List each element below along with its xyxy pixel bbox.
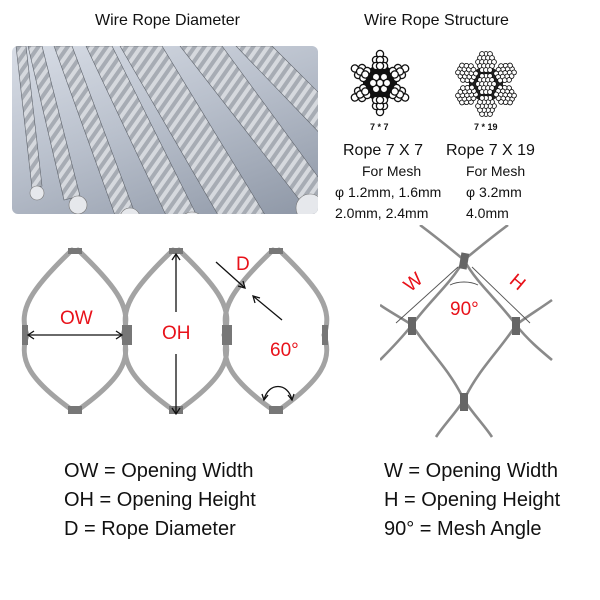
legend-h: H = Opening Height <box>384 489 561 511</box>
wire-rope-photo <box>12 46 318 214</box>
ow-label: OW <box>60 308 93 329</box>
rope-7x7-sizes-line2: 2.0mm, 2.4mm <box>335 205 429 221</box>
rope-7x7-name: Rope 7 X 7 <box>343 142 424 159</box>
oh-label: OH <box>162 323 191 344</box>
rope-7x19-sizes-line2: 4.0mm <box>466 205 509 221</box>
legend-d: D = Rope Diameter <box>64 518 236 540</box>
knotted-mesh-diagram <box>379 223 560 450</box>
rope-7x19-sizes-line1: φ 3.2mm <box>466 184 522 200</box>
d-label: D <box>236 254 250 275</box>
legend-angle: 90° = Mesh Angle <box>384 518 542 540</box>
legend-w: W = Opening Width <box>384 460 558 482</box>
ferrule-legend: OW = Opening Width OH = Opening Height D… <box>64 457 256 544</box>
legend-oh: OH = Opening Height <box>64 489 256 511</box>
rope-7x7-sizes-line1: φ 1.2mm, 1.6mm <box>335 184 442 200</box>
ferrule-mesh-diagram <box>0 230 340 435</box>
wire-rope-structure-title: Wire Rope Structure <box>364 12 509 29</box>
knotted-legend: W = Opening Width H = Opening Height 90°… <box>384 457 560 544</box>
rope-7x7-for-label: For Mesh <box>362 163 422 179</box>
rope-7x19-cross-section-icon <box>448 46 524 127</box>
rope-7x19-name: Rope 7 X 19 <box>446 142 535 159</box>
rope-7x7-diagram-caption: 7 * 7 <box>370 122 389 132</box>
rope-7x7-cross-section-icon <box>345 48 415 123</box>
angle-90-label: 90° <box>450 299 479 320</box>
rope-7x19-diagram-caption: 7 * 19 <box>474 122 498 132</box>
rope-7x19-for-label: For Mesh <box>466 163 526 179</box>
legend-ow: OW = Opening Width <box>64 460 254 482</box>
angle-60-label: 60° <box>270 340 299 361</box>
wire-rope-diameter-title: Wire Rope Diameter <box>95 12 240 29</box>
